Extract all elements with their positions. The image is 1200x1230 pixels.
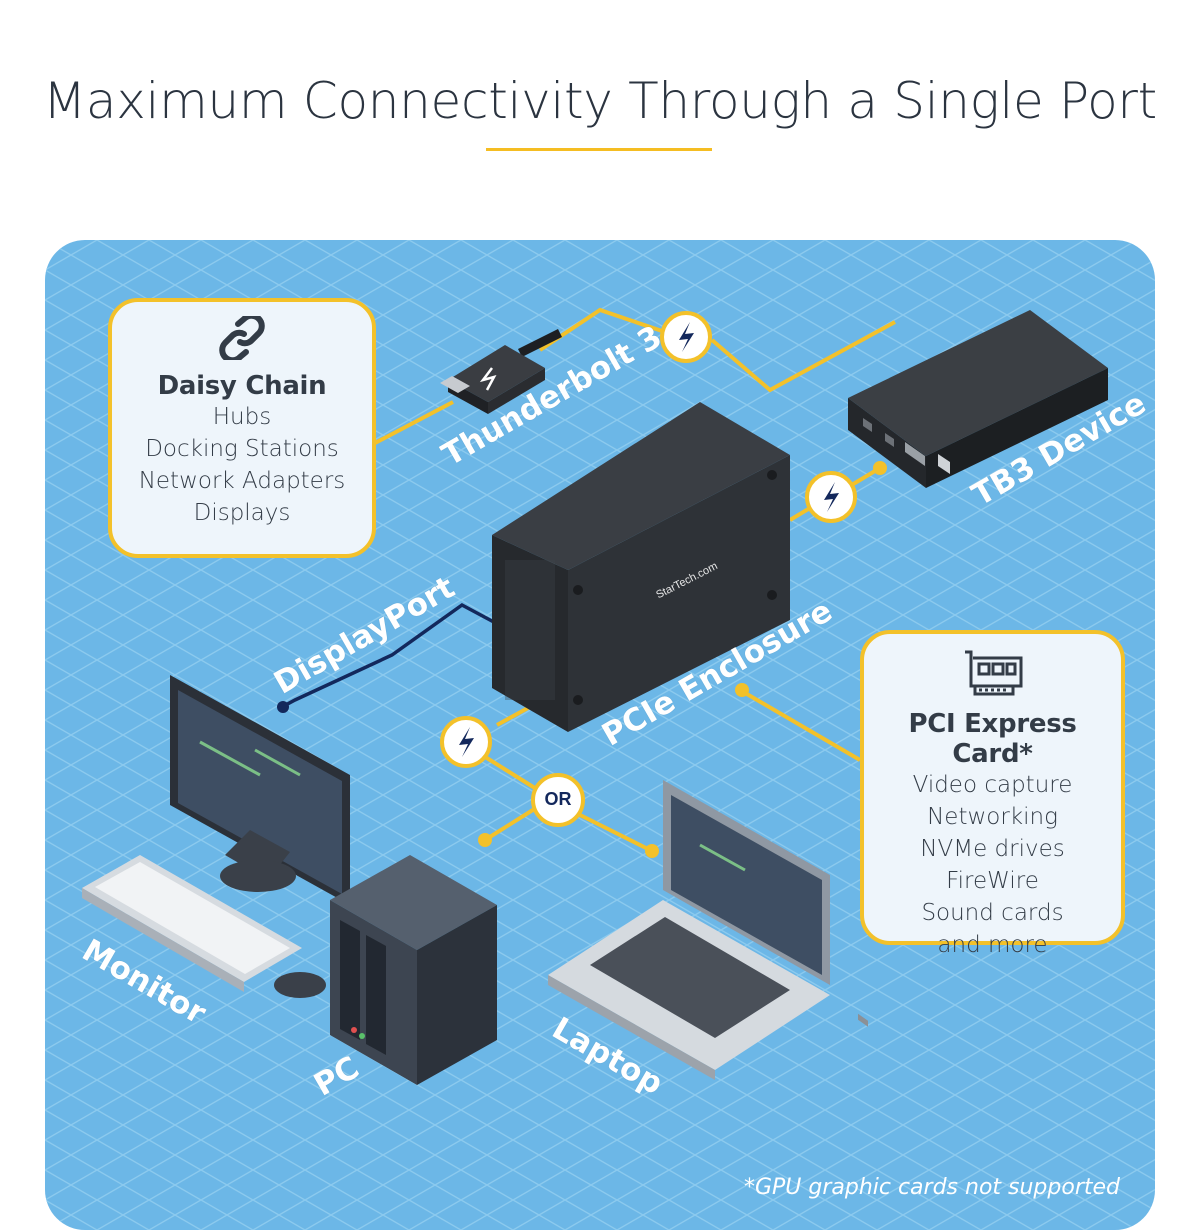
pci-express-item: FireWire xyxy=(946,868,1039,894)
pcie-enclosure-box xyxy=(492,402,790,732)
connection-scene xyxy=(82,307,1108,1085)
monitor-device xyxy=(170,675,350,905)
daisy-chain-item: Docking Stations xyxy=(145,436,339,462)
footnote: *GPU graphic cards not supported xyxy=(743,1175,1120,1200)
daisy-chain-item: Hubs xyxy=(212,404,272,430)
keyboard-device xyxy=(82,855,326,998)
daisy-chain-item: Network Adapters xyxy=(138,468,346,494)
laptop-device xyxy=(548,780,830,1080)
pci-express-callout: PCI Express Card* Video capture Networki… xyxy=(860,630,1125,958)
diagram-panel: OR StarTech.com Daisy Chain Hubs Docking… xyxy=(45,240,1155,1230)
title-underline xyxy=(486,148,712,151)
pci-card-icon xyxy=(964,650,1022,696)
pci-express-item: Video capture xyxy=(912,772,1073,798)
pci-express-item: and more xyxy=(937,932,1048,958)
pci-express-heading: PCI Express Card* xyxy=(908,709,1077,769)
daisy-chain-callout: Daisy Chain Hubs Docking Stations Networ… xyxy=(108,298,376,558)
tb3-device-box xyxy=(848,310,1108,1027)
chain-link-icon xyxy=(219,312,265,364)
pci-express-item: Networking xyxy=(927,804,1058,830)
page-title: Maximum Connectivity Through a Single Po… xyxy=(43,72,1157,130)
pc-tower xyxy=(330,855,497,1085)
pci-express-item: Sound cards xyxy=(921,900,1064,926)
pci-express-item: NVMe drives xyxy=(920,836,1065,862)
thunderbolt-plug xyxy=(440,328,563,414)
displayport-cable xyxy=(281,602,506,709)
daisy-chain-item: Displays xyxy=(193,500,291,526)
daisy-chain-heading: Daisy Chain xyxy=(157,371,327,401)
thunderbolt-badges xyxy=(440,311,857,827)
or-badge-label: OR xyxy=(544,789,572,809)
